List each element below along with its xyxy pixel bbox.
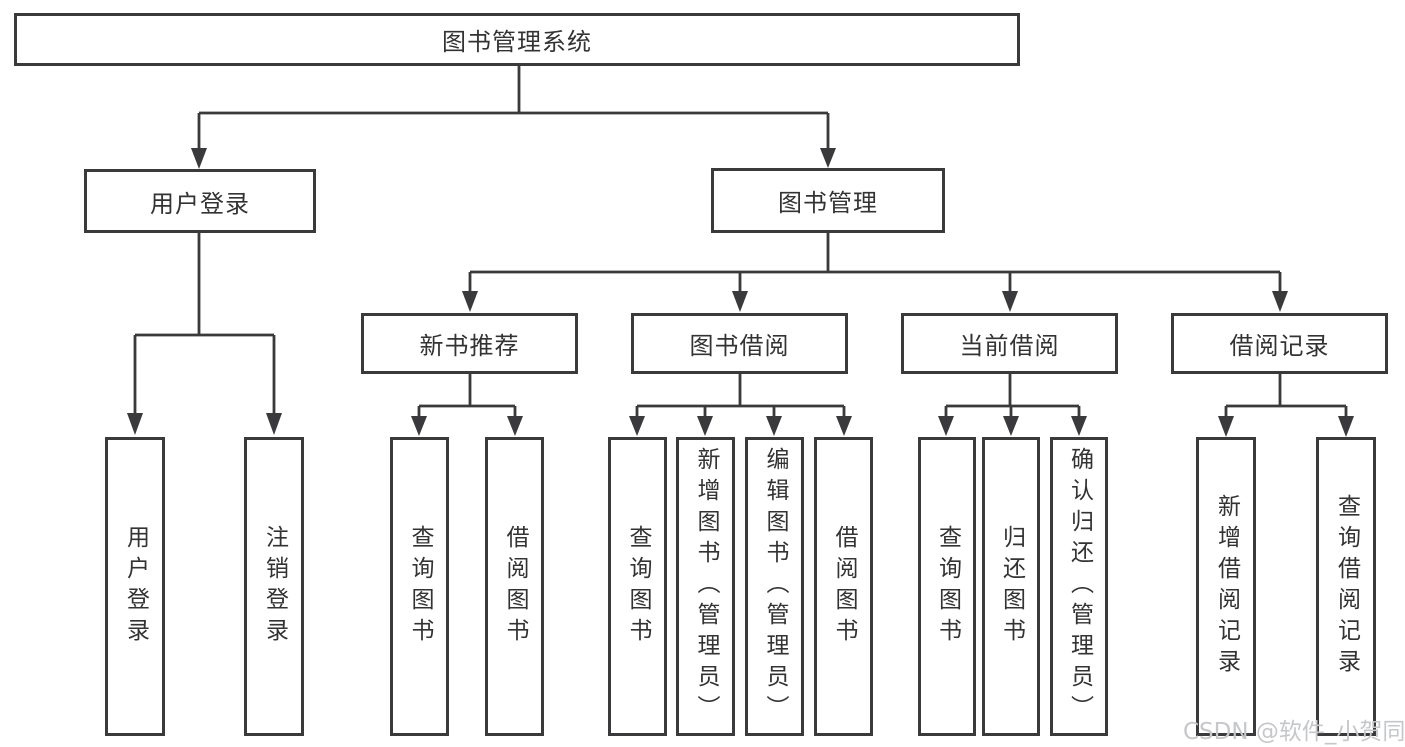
node-book-management: 图书管理 [711,168,945,233]
node-book-borrowing: 图书借阅 [631,313,848,374]
leaf-label: 借阅图书 [831,524,857,649]
node-new-book-recommendation: 新书推荐 [361,313,578,374]
csdn-watermark: CSDN @软件_小贺同学 [1183,719,1405,745]
node-current-borrowing: 当前借阅 [901,313,1118,374]
leaf-label: 新增借阅记录 [1213,493,1240,680]
leaf-borrow-books-borrowing: 借阅图书 [814,437,873,736]
leaf-add-book-admin: 新增图书（管理员） [676,437,735,736]
leaf-edit-book-admin: 编辑图书（管理员） [745,437,804,736]
leaf-logout: 注销登录 [244,437,304,736]
node-label: 当前借阅 [959,332,1060,360]
leaf-label: 新增图书（管理员） [693,447,719,726]
node-user-login: 用户登录 [84,169,316,233]
leaf-label: 查询图书 [407,524,433,649]
leaf-label: 编辑图书（管理员） [762,447,788,726]
node-label: 借阅记录 [1229,332,1330,360]
leaf-query-borrow-record: 查询借阅记录 [1316,437,1376,736]
leaf-confirm-return-admin: 确认归还（管理员） [1050,437,1108,736]
leaf-label: 查询借阅记录 [1333,493,1360,680]
node-label: 新书推荐 [419,332,520,360]
leaf-label: 借阅图书 [502,524,528,649]
node-label: 图书借阅 [689,332,790,360]
node-library-management-system: 图书管理系统 [14,13,1020,66]
leaf-query-books-current: 查询图书 [918,437,976,736]
leaf-query-books-recommend: 查询图书 [390,437,449,736]
node-borrowing-records: 借阅记录 [1171,313,1388,374]
leaf-label: 查询图书 [934,524,961,649]
leaf-label: 归还图书 [998,524,1025,649]
leaf-user-login: 用户登录 [105,437,165,736]
leaf-label: 查询图书 [625,524,651,649]
leaf-label: 注销登录 [261,524,288,649]
node-label: 图书管理系统 [442,28,592,56]
leaf-borrow-books-recommend: 借阅图书 [485,437,544,736]
leaf-label: 用户登录 [122,524,149,649]
leaf-return-book: 归还图书 [982,437,1040,736]
leaf-query-books-borrowing: 查询图书 [608,437,667,736]
node-label: 用户登录 [150,189,250,218]
node-label: 图书管理 [778,189,878,217]
leaf-label: 确认归还（管理员） [1066,447,1093,726]
leaf-add-borrow-record: 新增借阅记录 [1196,437,1256,736]
